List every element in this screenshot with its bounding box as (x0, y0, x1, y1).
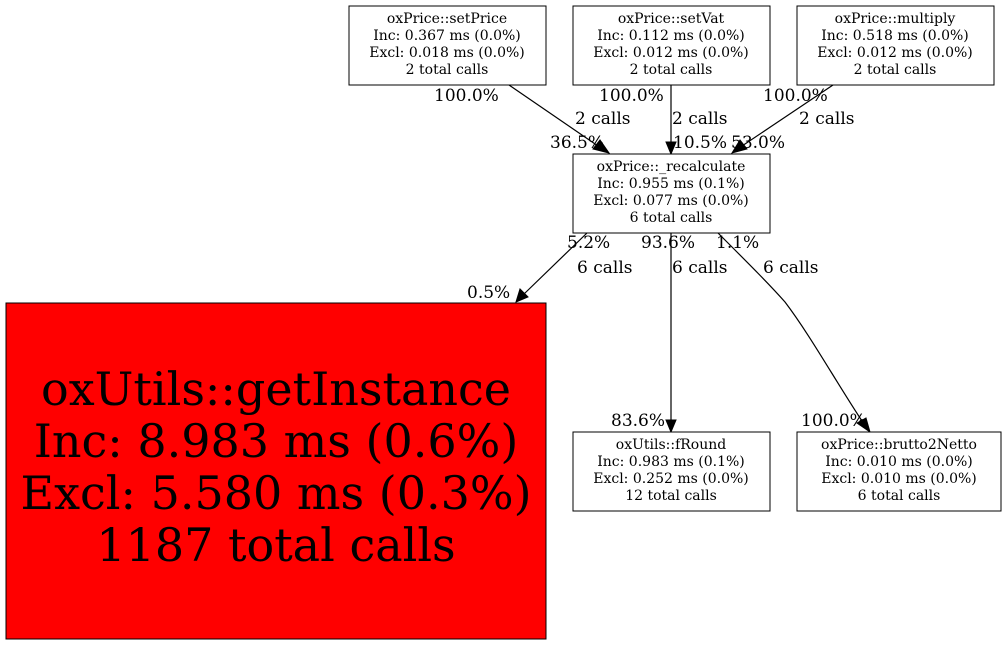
node-excl: Excl: 0.252 ms (0.0%) (593, 471, 749, 487)
edge-label-calls: 2 calls (799, 109, 854, 129)
arrowhead (665, 419, 677, 434)
edge-line (508, 84, 599, 147)
node-calls: 12 total calls (625, 488, 717, 504)
node-multiply[interactable]: oxPrice::multiply Inc: 0.518 ms (0.0%) E… (796, 5, 995, 86)
edge-label-dst-pct: 100.0% (801, 411, 866, 431)
node-title: oxUtils::getInstance (41, 362, 511, 416)
node-inc: Inc: 0.983 ms (0.1%) (597, 454, 745, 470)
arrowhead (856, 417, 871, 434)
node-excl: Excl: 0.012 ms (0.0%) (593, 45, 749, 61)
edge-label-src-pct: 1.1% (716, 233, 759, 253)
node-title: oxPrice::setVat (618, 11, 725, 27)
node-calls: 6 total calls (858, 488, 941, 504)
node-calls: 2 total calls (406, 62, 489, 78)
arrowhead (730, 139, 748, 154)
node-box (796, 5, 995, 86)
node-inc: Inc: 0.518 ms (0.0%) (821, 28, 969, 44)
node-calls: 1187 total calls (96, 518, 455, 572)
node-recalculate[interactable]: oxPrice::_recalculate Inc: 0.955 ms (0.1… (572, 153, 771, 234)
node-setvat[interactable]: oxPrice::setVat Inc: 0.112 ms (0.0%) Exc… (572, 5, 771, 86)
node-box (572, 153, 771, 234)
node-title: oxPrice::_recalculate (597, 159, 746, 175)
node-box (796, 431, 1002, 512)
node-excl: Excl: 5.580 ms (0.3%) (20, 466, 531, 520)
node-title: oxUtils::fRound (616, 437, 727, 453)
edge-recalculate-to-fround (665, 233, 677, 434)
node-excl: Excl: 0.077 ms (0.0%) (593, 193, 749, 209)
node-inc: Inc: 8.983 ms (0.6%) (34, 414, 519, 468)
node-excl: Excl: 0.012 ms (0.0%) (817, 45, 973, 61)
node-title: oxPrice::brutto2Netto (821, 437, 977, 453)
edge-label-dst-pct: 10.5% (673, 133, 727, 153)
edge-label-src-pct: 100.0% (599, 86, 664, 106)
node-inc: Inc: 0.955 ms (0.1%) (597, 176, 745, 192)
edge-label-calls: 6 calls (672, 258, 727, 278)
node-getinstance[interactable]: oxUtils::getInstance Inc: 8.983 ms (0.6%… (5, 302, 547, 640)
edge-label-src-pct: 93.6% (641, 233, 695, 253)
edge-label-dst-pct: 53.0% (731, 133, 785, 153)
node-box (572, 5, 771, 86)
arrowhead (665, 141, 677, 156)
arrowhead (515, 288, 529, 303)
edge-label-calls: 6 calls (763, 258, 818, 278)
node-inc: Inc: 0.010 ms (0.0%) (825, 454, 973, 470)
edge-label-calls: 2 calls (575, 109, 630, 129)
node-inc: Inc: 0.112 ms (0.0%) (597, 28, 745, 44)
edge-recalculate-to-brutto2netto (717, 232, 871, 434)
node-box (348, 5, 547, 86)
edge-line (717, 232, 863, 422)
node-title: oxPrice::setPrice (387, 11, 507, 27)
node-fround[interactable]: oxUtils::fRound Inc: 0.983 ms (0.1%) Exc… (572, 431, 771, 512)
node-box (572, 431, 771, 512)
edge-label-calls: 6 calls (577, 258, 632, 278)
edge-setprice-to-recalculate (508, 84, 611, 154)
node-calls: 2 total calls (854, 62, 937, 78)
node-inc: Inc: 0.367 ms (0.0%) (373, 28, 521, 44)
edge-recalculate-to-getinstance (515, 232, 588, 303)
edge-label-dst-pct: 36.5% (550, 133, 604, 153)
edge-setvat-to-recalculate (665, 85, 677, 156)
edge-label-src-pct: 100.0% (434, 86, 499, 106)
node-setprice[interactable]: oxPrice::setPrice Inc: 0.367 ms (0.0%) E… (348, 5, 547, 86)
edge-multiply-to-recalculate (730, 84, 834, 154)
node-brutto2netto[interactable]: oxPrice::brutto2Netto Inc: 0.010 ms (0.0… (796, 431, 1002, 512)
arrowhead (592, 139, 611, 154)
edge-line (741, 84, 834, 147)
node-calls: 6 total calls (630, 210, 713, 226)
edge-label-src-pct: 100.0% (763, 86, 828, 106)
node-title: oxPrice::multiply (835, 11, 956, 27)
edge-label-dst-pct: 0.5% (467, 283, 510, 303)
edge-line (523, 232, 588, 295)
node-calls: 2 total calls (630, 62, 713, 78)
node-box (5, 302, 547, 640)
edge-label-calls: 2 calls (672, 109, 727, 129)
edge-label-src-pct: 5.2% (567, 233, 610, 253)
edge-label-dst-pct: 83.6% (611, 411, 665, 431)
node-excl: Excl: 0.010 ms (0.0%) (821, 471, 977, 487)
node-excl: Excl: 0.018 ms (0.0%) (369, 45, 525, 61)
